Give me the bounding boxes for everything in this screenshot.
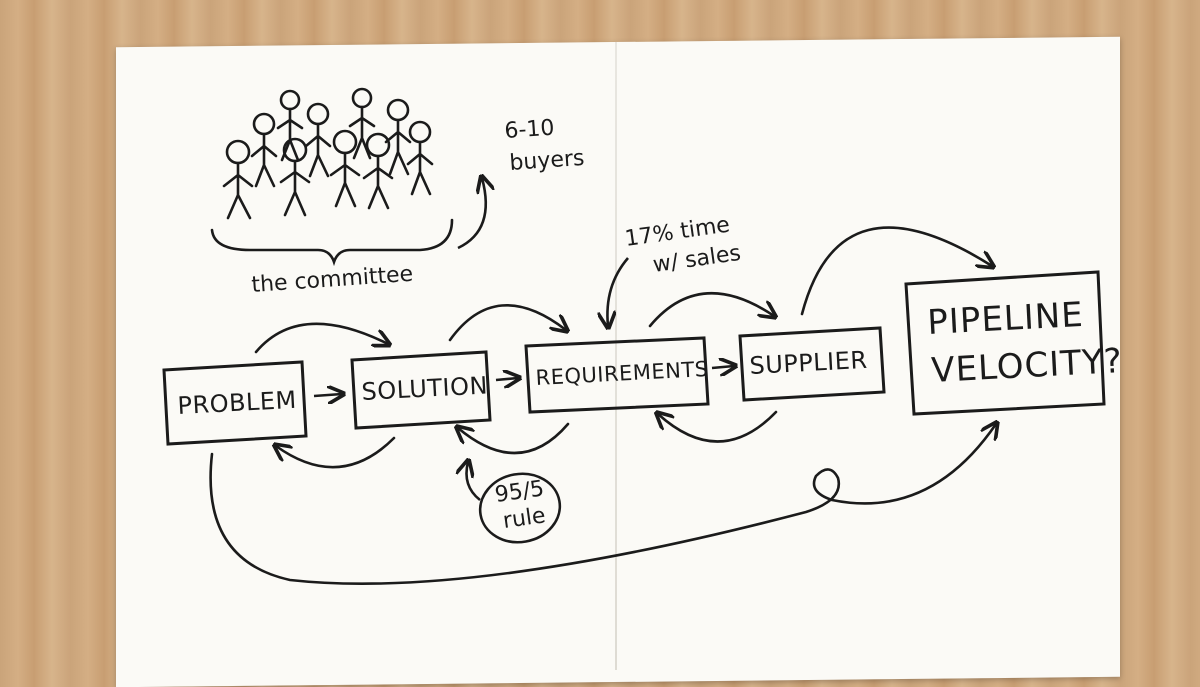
stage-label: REQUIREMENTS: [535, 357, 709, 390]
stage-box-supplier: SUPPLIER: [738, 326, 886, 402]
stick-figure: [250, 112, 278, 188]
long-arrow-problem-to-goal: [209, 424, 996, 585]
diagram-canvas: the committee 6-10 buyers PROBLEM SOLUTI…: [162, 87, 1124, 585]
buyers-arrow: [457, 178, 486, 250]
rule-note: 95/5 rule: [467, 462, 562, 544]
arrow-requirements-to-supplier: [711, 366, 734, 368]
committee-brace: [210, 218, 454, 267]
stick-figure: [304, 102, 332, 178]
stick-figure: [384, 98, 412, 176]
stick-figure: [222, 139, 254, 220]
time-note-arrow: [607, 257, 629, 326]
stick-figure: [279, 137, 311, 217]
buyers-label: buyers: [509, 146, 586, 176]
loop-solution-to-requirements-top: [448, 303, 566, 342]
stage-box-problem: PROBLEM: [162, 360, 308, 446]
loop-problem-to-solution-top: [254, 322, 388, 354]
loop-requirements-to-solution-bottom: [458, 422, 570, 455]
rule-note-line-2: rule: [501, 503, 547, 534]
rule-note-arrow: [467, 462, 481, 502]
loop-solution-to-problem-bottom: [276, 436, 396, 469]
stage-label: SUPPLIER: [749, 346, 868, 380]
paper-fold: [615, 42, 617, 670]
stick-figure: [329, 129, 361, 208]
committee-figures: [222, 87, 434, 220]
goal-box-pipeline-velocity: PIPELINE VELOCITY?: [904, 270, 1124, 416]
goal-line-1: PIPELINE: [926, 295, 1084, 343]
goal-line-2: VELOCITY?: [930, 341, 1123, 391]
arrow-solution-to-requirements: [495, 378, 518, 380]
loop-supplier-to-requirements-bottom: [658, 412, 778, 443]
stage-label: SOLUTION: [361, 371, 489, 406]
stage-box-requirements: REQUIREMENTS: [524, 336, 710, 414]
stick-figure: [406, 120, 434, 196]
stage-box-solution: SOLUTION: [350, 350, 492, 430]
committee-label: the committee: [251, 262, 414, 298]
loop-supplier-to-goal-top: [800, 226, 992, 316]
stage-label: PROBLEM: [177, 386, 298, 420]
loop-arrows: [209, 226, 996, 585]
forward-arrows: [313, 366, 734, 396]
arrow-problem-to-solution: [313, 394, 342, 396]
buyers-count: 6-10: [504, 116, 556, 144]
loop-requirements-to-supplier-top: [648, 291, 774, 328]
stick-figure: [348, 87, 376, 160]
stick-figure: [362, 132, 394, 210]
stick-figure: [276, 89, 304, 162]
